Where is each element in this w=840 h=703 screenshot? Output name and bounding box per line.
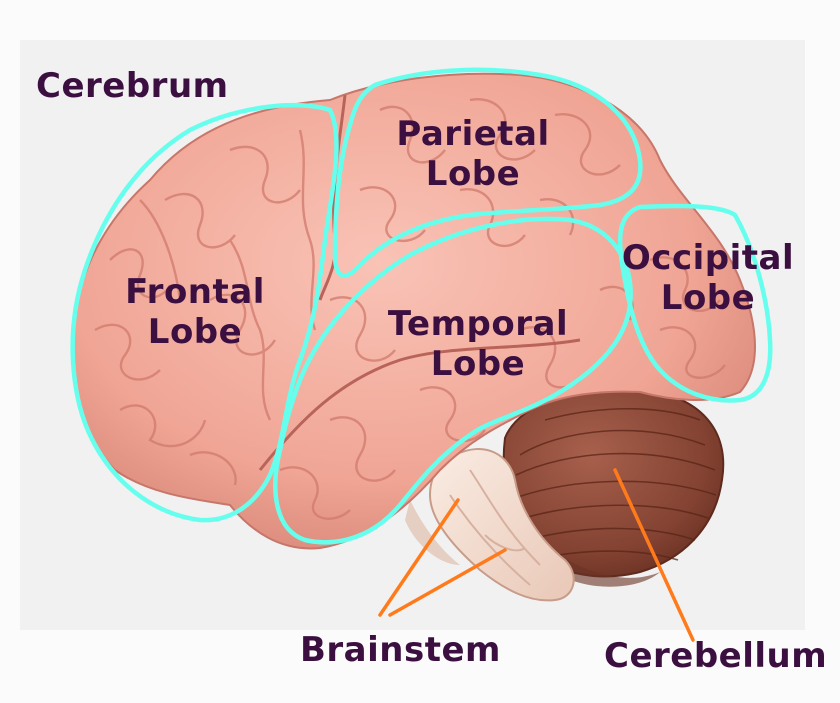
brainstem-base (405, 500, 460, 565)
parietal-label-line1: Parietal (396, 114, 550, 154)
occipital-lobe-label: Occipital Lobe (618, 238, 798, 318)
temporal-lobe-label: Temporal Lobe (378, 304, 578, 384)
cerebrum-label-text: Cerebrum (36, 66, 229, 106)
frontal-label-line2: Lobe (147, 312, 243, 352)
frontal-lobe-label: Frontal Lobe (110, 272, 280, 352)
cerebrum-label: Cerebrum (36, 66, 229, 106)
temporal-label-line1: Temporal (387, 304, 569, 344)
cerebellum-pointer (613, 468, 695, 642)
brainstem-detail (449, 469, 541, 586)
temporal-lobe-outline (273, 216, 633, 545)
cerebellum-folia (515, 408, 717, 561)
parietal-label-line2: Lobe (425, 154, 521, 194)
cerebrum-shape (70, 72, 756, 550)
lateral-sulcus (258, 338, 581, 471)
occipital-label-line1: Occipital (621, 238, 795, 278)
occipital-label-line2: Lobe (660, 278, 756, 318)
cerebellum-label: Cerebellum (604, 636, 827, 676)
parietal-lobe-outline (332, 67, 643, 278)
lobe-outlines (70, 67, 773, 545)
brainstem-pointer-2 (388, 548, 507, 617)
parietal-lobe-label: Parietal Lobe (388, 114, 558, 194)
cerebellum-lower-shadow (560, 555, 660, 587)
occipital-lobe-outline (617, 203, 773, 403)
pointer-lines (378, 468, 695, 642)
frontal-label-line1: Frontal (125, 272, 265, 312)
frontal-lobe-outline (70, 102, 339, 523)
brainstem-pointer-1 (378, 498, 460, 617)
cerebellum-label-text: Cerebellum (604, 636, 828, 676)
temporal-label-line2: Lobe (430, 344, 526, 384)
brainstem-label: Brainstem (300, 630, 501, 670)
brainstem-label-text: Brainstem (300, 630, 501, 670)
